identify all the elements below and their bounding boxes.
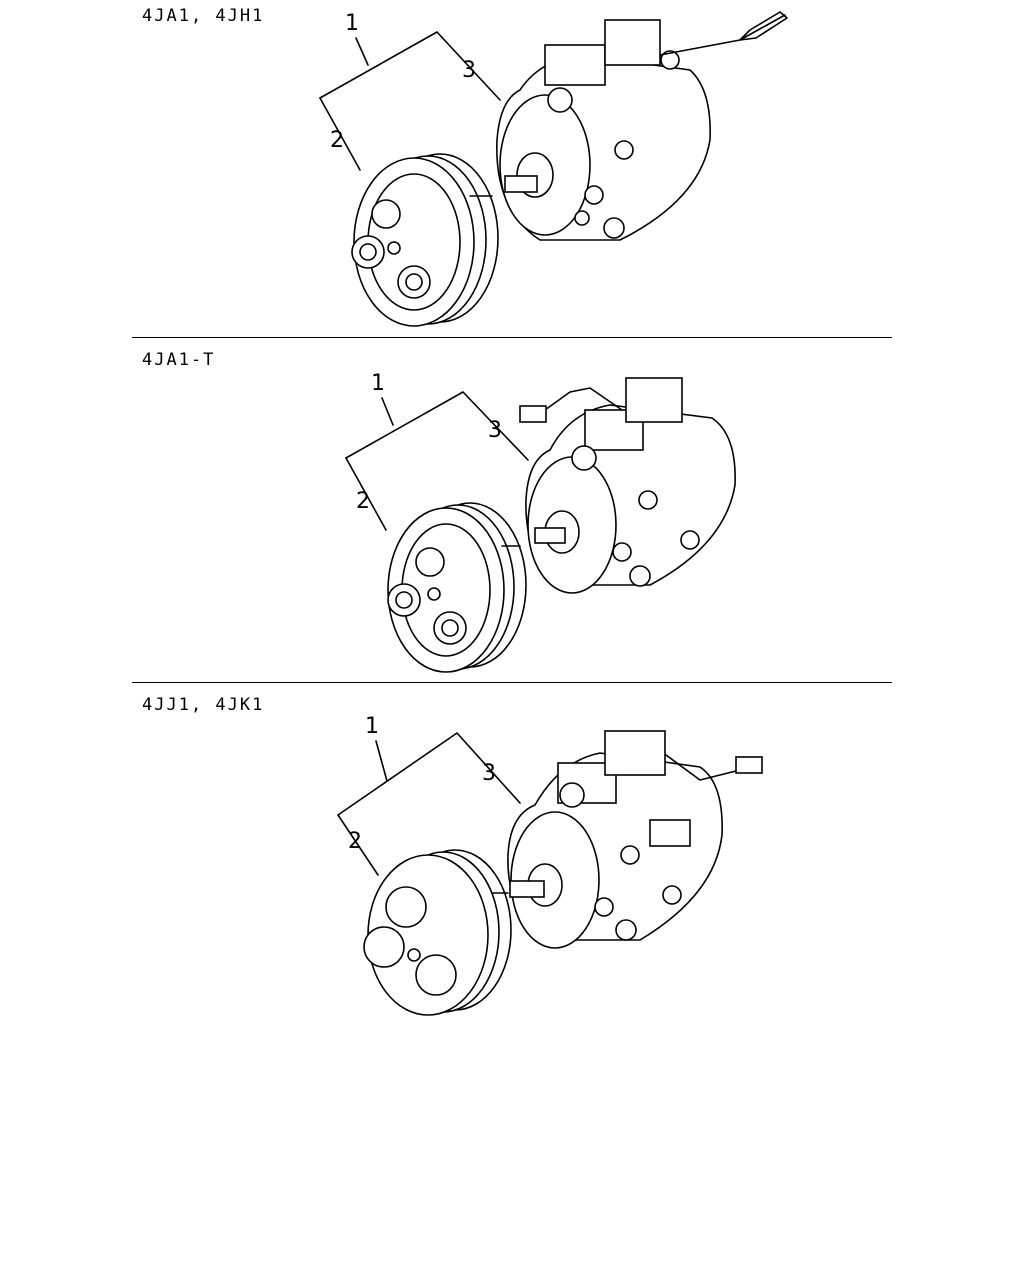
callout-3: 3 (462, 58, 476, 83)
ac-compressor-icon (507, 730, 763, 949)
leader-line (345, 391, 529, 461)
leader-line (337, 732, 521, 816)
magnetic-clutch-pulley-icon (363, 849, 512, 1016)
ac-compressor-icon (519, 377, 736, 594)
panel-title: 4JA1-T (142, 350, 216, 370)
callout-3: 3 (488, 418, 502, 443)
divider (132, 682, 892, 683)
panel-1: 4JA1, 4JH1 1 2 3 (0, 0, 1024, 340)
leader-line (345, 457, 387, 531)
callout-1: 1 (371, 371, 385, 396)
callout-2: 2 (330, 128, 344, 153)
callout-1: 1 (345, 11, 359, 36)
ac-compressor-icon (496, 11, 788, 241)
exploded-view-diagram: 1 2 3 (345, 371, 736, 673)
callout-2: 2 (356, 489, 370, 514)
leader-line (381, 397, 394, 426)
leader-line (355, 37, 369, 66)
panel-title: 4JJ1, 4JK1 (142, 695, 265, 715)
leader-line (319, 97, 361, 171)
exploded-view-diagram: 1 2 3 (319, 11, 788, 327)
exploded-view-diagram: 1 2 3 (337, 714, 763, 1016)
callout-3: 3 (482, 761, 496, 786)
callout-2: 2 (348, 829, 362, 854)
magnetic-clutch-pulley-icon (387, 502, 527, 673)
panel-title: 4JA1, 4JH1 (142, 6, 265, 26)
panel-3: 4JJ1, 4JK1 1 2 3 (0, 685, 1024, 1025)
leader-line (375, 740, 388, 782)
leader-line (319, 31, 501, 101)
panel-2: 4JA1-T 1 2 3 (0, 340, 1024, 685)
leader-line (337, 814, 379, 876)
callout-1: 1 (365, 714, 379, 739)
magnetic-clutch-pulley-icon (351, 153, 499, 327)
divider (132, 337, 892, 338)
